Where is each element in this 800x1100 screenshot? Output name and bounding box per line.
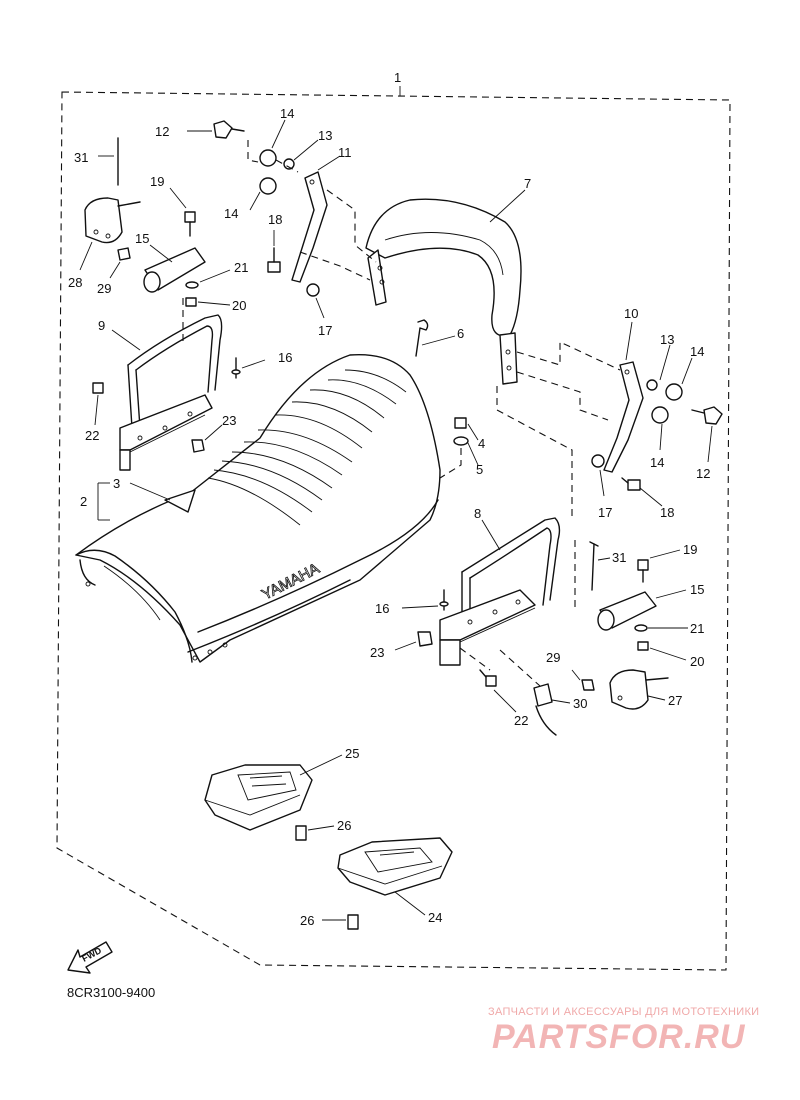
callout-26-upper: 26 bbox=[337, 818, 351, 833]
callout-13-right: 13 bbox=[660, 332, 674, 347]
callout-20-left: 20 bbox=[232, 298, 246, 313]
callout-13-left: 13 bbox=[318, 128, 332, 143]
callout-19-left: 19 bbox=[150, 174, 164, 189]
callout-25: 25 bbox=[345, 746, 359, 761]
callout-14-upper-right: 14 bbox=[690, 344, 704, 359]
callout-14-lower-left: 14 bbox=[224, 206, 238, 221]
callout-15-left: 15 bbox=[135, 231, 149, 246]
callout-10: 10 bbox=[624, 306, 638, 321]
callout-12-right: 12 bbox=[696, 466, 710, 481]
left-bracket bbox=[119, 314, 223, 471]
callout-5: 5 bbox=[476, 462, 483, 477]
callout-30: 30 bbox=[573, 696, 587, 711]
callout-7: 7 bbox=[524, 176, 531, 191]
callout-14-upper-left: 14 bbox=[280, 106, 294, 121]
left-backrest-arm bbox=[291, 171, 328, 283]
callout-12-left: 12 bbox=[155, 124, 169, 139]
callout-4: 4 bbox=[478, 436, 485, 451]
right-backrest-arm bbox=[603, 361, 644, 473]
callout-17-right: 17 bbox=[598, 505, 612, 520]
fwd-arrow-icon: FWD bbox=[67, 941, 113, 974]
callout-19-right: 19 bbox=[683, 542, 697, 557]
callout-15-right: 15 bbox=[690, 582, 704, 597]
callout-31-right: 31 bbox=[612, 550, 626, 565]
callout-20-right: 20 bbox=[690, 654, 704, 669]
callout-22-right: 22 bbox=[514, 713, 528, 728]
callout-18-right: 18 bbox=[660, 505, 674, 520]
callout-22-left: 22 bbox=[85, 428, 99, 443]
watermark-logo: PARTSFOR.RU bbox=[492, 1018, 746, 1056]
callout-24: 24 bbox=[428, 910, 442, 925]
callout-23-right: 23 bbox=[370, 645, 384, 660]
callout-6: 6 bbox=[457, 326, 464, 341]
callout-3: 3 bbox=[113, 476, 120, 491]
callout-21-right: 21 bbox=[690, 621, 704, 636]
callout-8: 8 bbox=[474, 506, 481, 521]
callout-2: 2 bbox=[80, 494, 87, 509]
callout-9: 9 bbox=[98, 318, 105, 333]
callout-14-lower-right: 14 bbox=[650, 455, 664, 470]
callout-21-left: 21 bbox=[234, 260, 248, 275]
assembly-boundary bbox=[56, 91, 731, 971]
callout-18-left: 18 bbox=[268, 212, 282, 227]
callout-23-left: 23 bbox=[222, 413, 236, 428]
callout-31-left: 31 bbox=[74, 150, 88, 165]
callout-27: 27 bbox=[668, 693, 682, 708]
callout-16-right: 16 bbox=[375, 601, 389, 616]
callout-11: 11 bbox=[338, 145, 352, 160]
callout-17-left: 17 bbox=[318, 323, 332, 338]
step-plate-24 bbox=[337, 837, 453, 896]
step-plate-25 bbox=[204, 764, 313, 831]
seat: YAMAHA bbox=[75, 353, 441, 663]
drawing-code: 8CR3100-9400 bbox=[67, 985, 156, 1000]
callout-29-right: 29 bbox=[546, 650, 560, 665]
callout-16-left: 16 bbox=[278, 350, 292, 365]
callout-1: 1 bbox=[394, 70, 401, 85]
right-bracket bbox=[439, 517, 561, 666]
callout-28: 28 bbox=[68, 275, 82, 290]
callout-26-lower: 26 bbox=[300, 913, 314, 928]
backrest bbox=[365, 198, 522, 385]
callout-29-left: 29 bbox=[97, 281, 111, 296]
pin-6 bbox=[415, 319, 429, 357]
watermark-tagline: ЗАПЧАСТИ И АКСЕССУАРЫ ДЛЯ МОТОТЕХНИКИ bbox=[488, 1006, 760, 1018]
